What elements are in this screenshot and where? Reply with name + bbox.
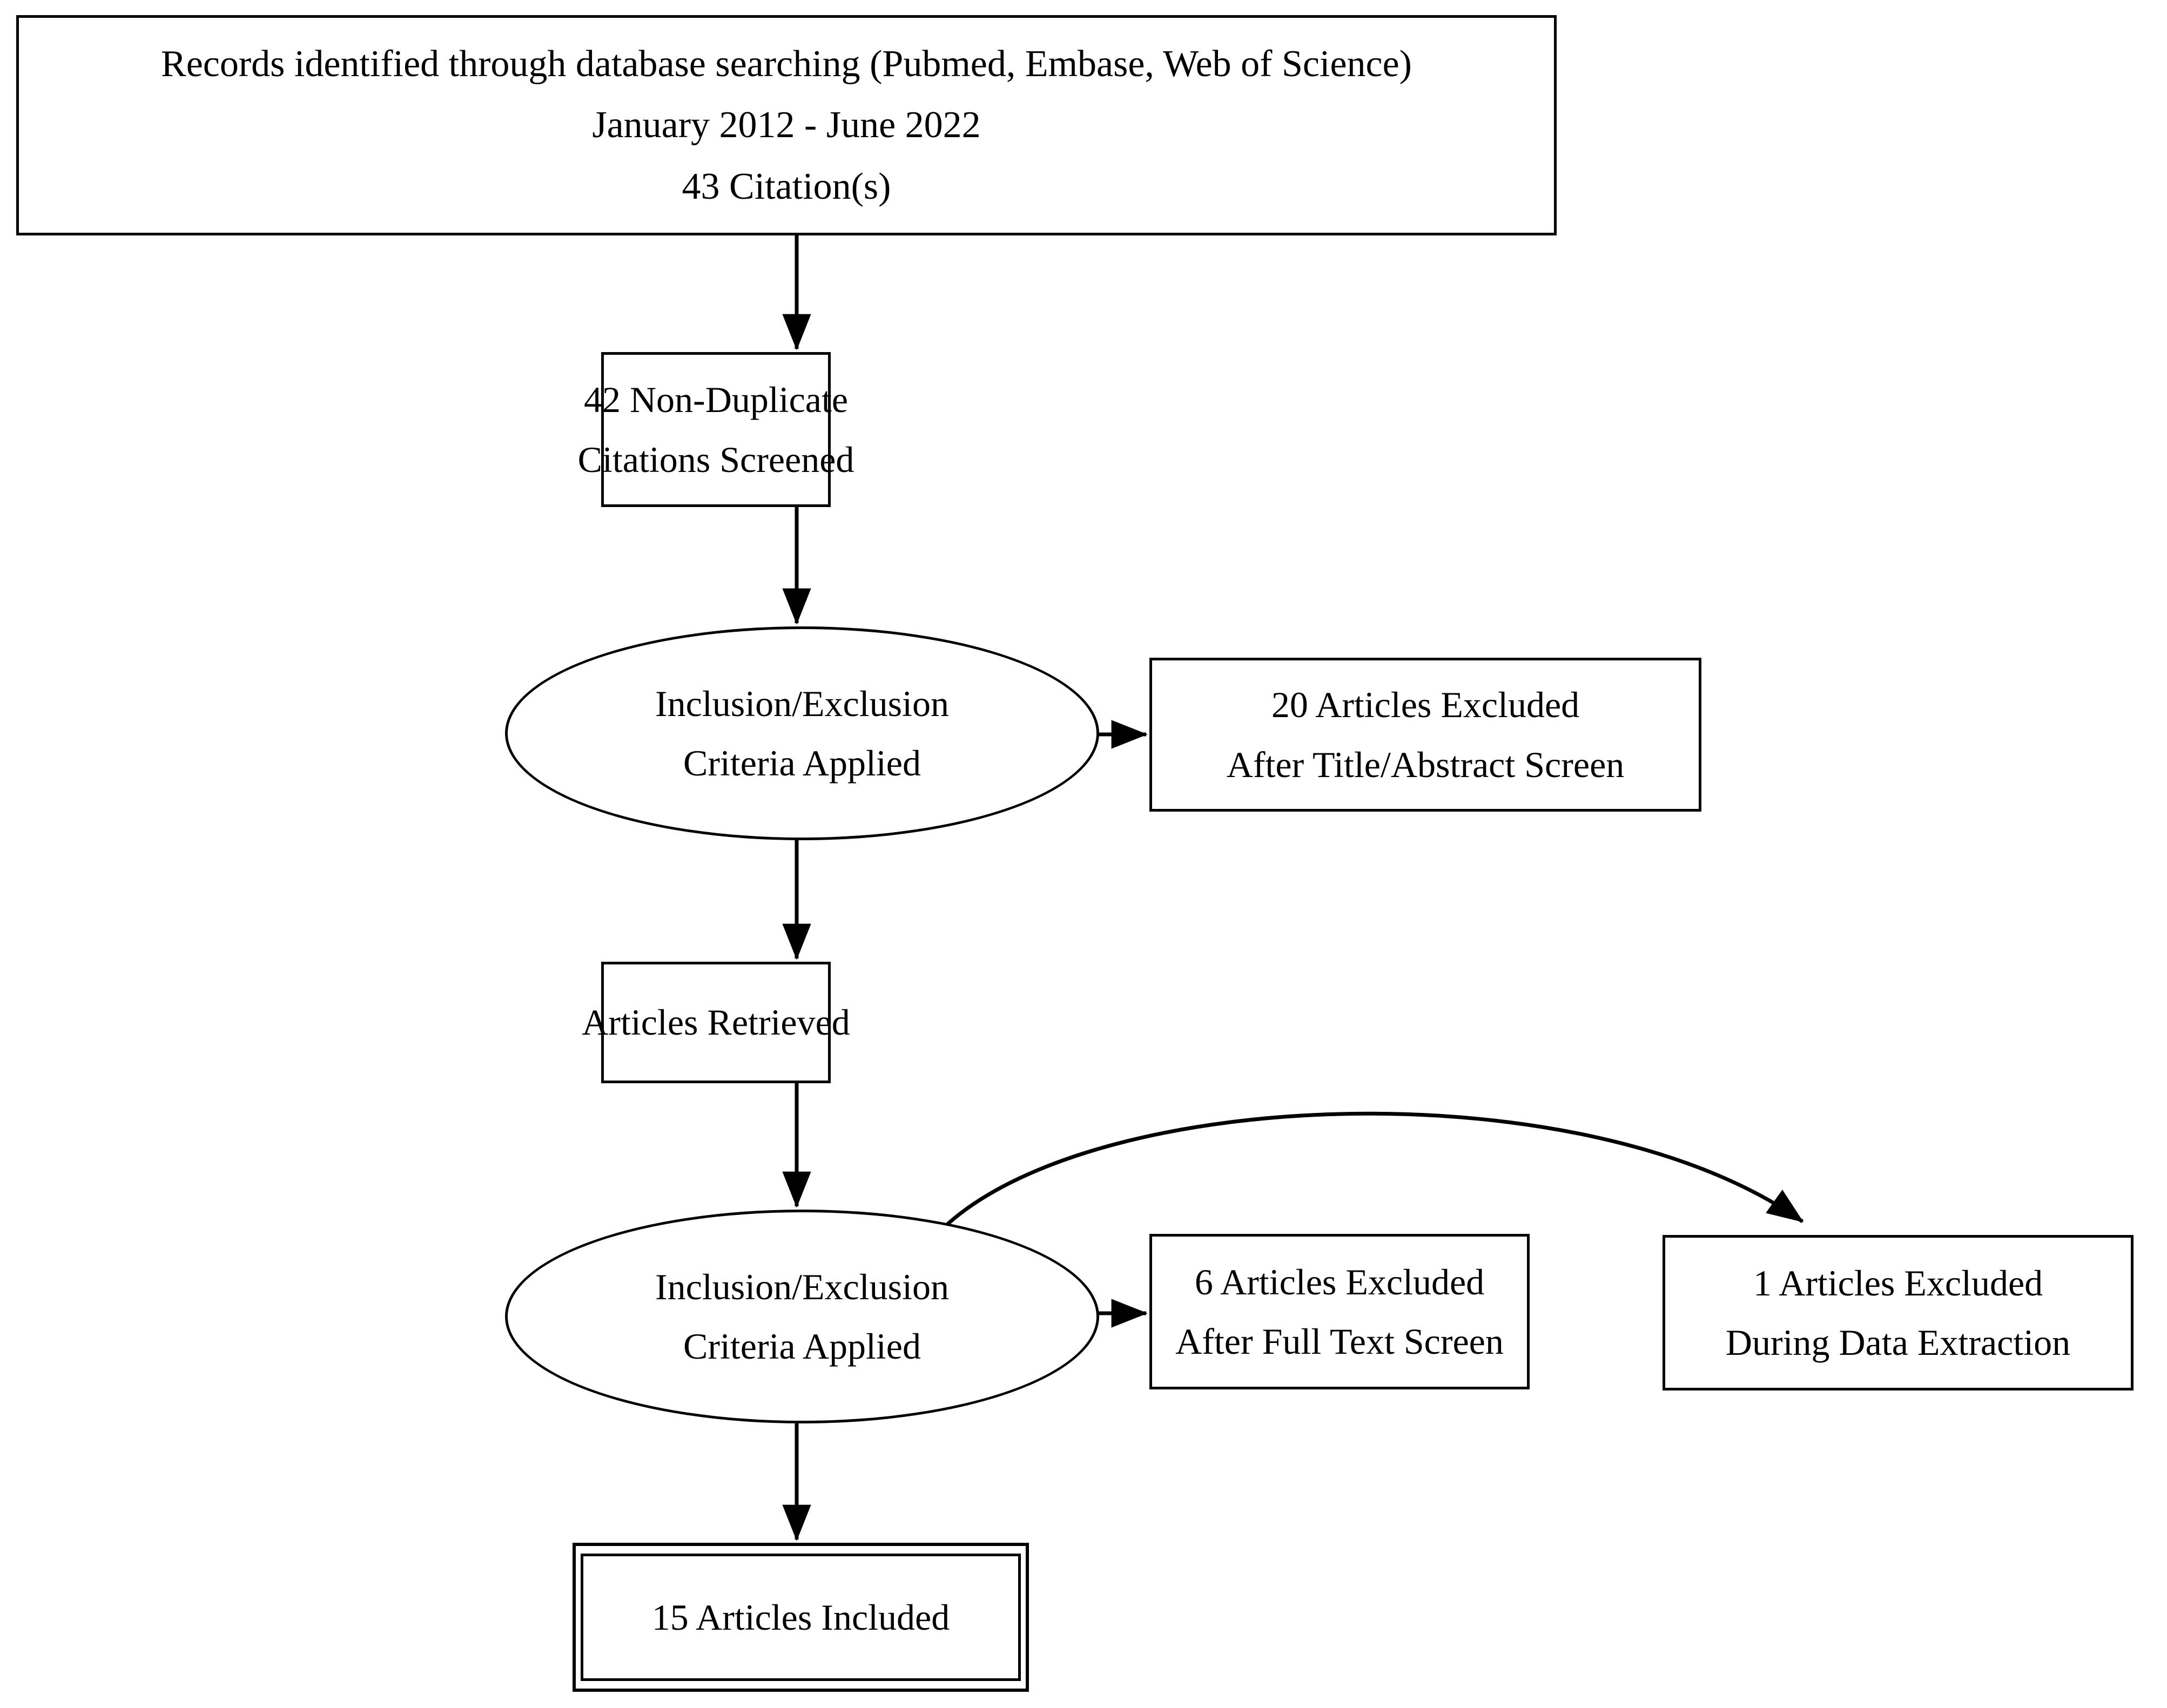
articles-included-line-1: 15 Articles Included: [651, 1596, 950, 1638]
articles-included-inner-frame: 15 Articles Included: [581, 1554, 1021, 1681]
excluded-data-extraction-line-1: 1 Articles Excluded: [1753, 1262, 2043, 1304]
node-non-duplicate-citations-screened[interactable]: 42 Non-Duplicate Citations Screened: [578, 352, 854, 507]
excluded-title-abstract-line-1: 20 Articles Excluded: [1271, 684, 1580, 726]
criteria-2-line-1: Inclusion/Exclusion: [655, 1266, 949, 1307]
non-duplicate-line-2: Citations Screened: [577, 438, 854, 480]
node-excluded-after-title-abstract-screen[interactable]: 20 Articles Excluded After Title/Abstrac…: [1149, 658, 1701, 812]
node-records-identified[interactable]: Records identified through database sear…: [16, 15, 1557, 235]
node-inclusion-exclusion-criteria-applied-2[interactable]: Inclusion/Exclusion Criteria Applied: [505, 1210, 1099, 1423]
articles-retrieved-line-1: Articles Retrieved: [582, 1002, 850, 1043]
node-inclusion-exclusion-criteria-applied-1[interactable]: Inclusion/Exclusion Criteria Applied: [505, 626, 1099, 840]
excluded-title-abstract-line-2: After Title/Abstract Screen: [1226, 744, 1625, 785]
records-line-1: Records identified through database sear…: [161, 43, 1412, 85]
node-excluded-during-data-extraction[interactable]: 1 Articles Excluded During Data Extracti…: [1663, 1235, 2134, 1390]
records-line-2: January 2012 - June 2022: [592, 104, 981, 146]
edge-criteria-2-to-excluded-data-extraction: [945, 1111, 1804, 1226]
criteria-1-line-1: Inclusion/Exclusion: [655, 683, 949, 724]
node-articles-included[interactable]: 15 Articles Included: [573, 1543, 1029, 1692]
criteria-2-line-2: Criteria Applied: [683, 1326, 921, 1367]
excluded-full-text-line-2: After Full Text Screen: [1175, 1321, 1504, 1362]
criteria-1-line-2: Criteria Applied: [683, 742, 921, 784]
excluded-full-text-line-1: 6 Articles Excluded: [1194, 1261, 1485, 1302]
node-articles-retrieved[interactable]: Articles Retrieved: [582, 962, 850, 1083]
excluded-data-extraction-line-2: During Data Extraction: [1725, 1322, 2071, 1363]
node-excluded-after-full-text-screen[interactable]: 6 Articles Excluded After Full Text Scre…: [1149, 1234, 1530, 1389]
records-line-3: 43 Citation(s): [682, 165, 891, 207]
non-duplicate-line-1: 42 Non-Duplicate: [583, 379, 849, 421]
